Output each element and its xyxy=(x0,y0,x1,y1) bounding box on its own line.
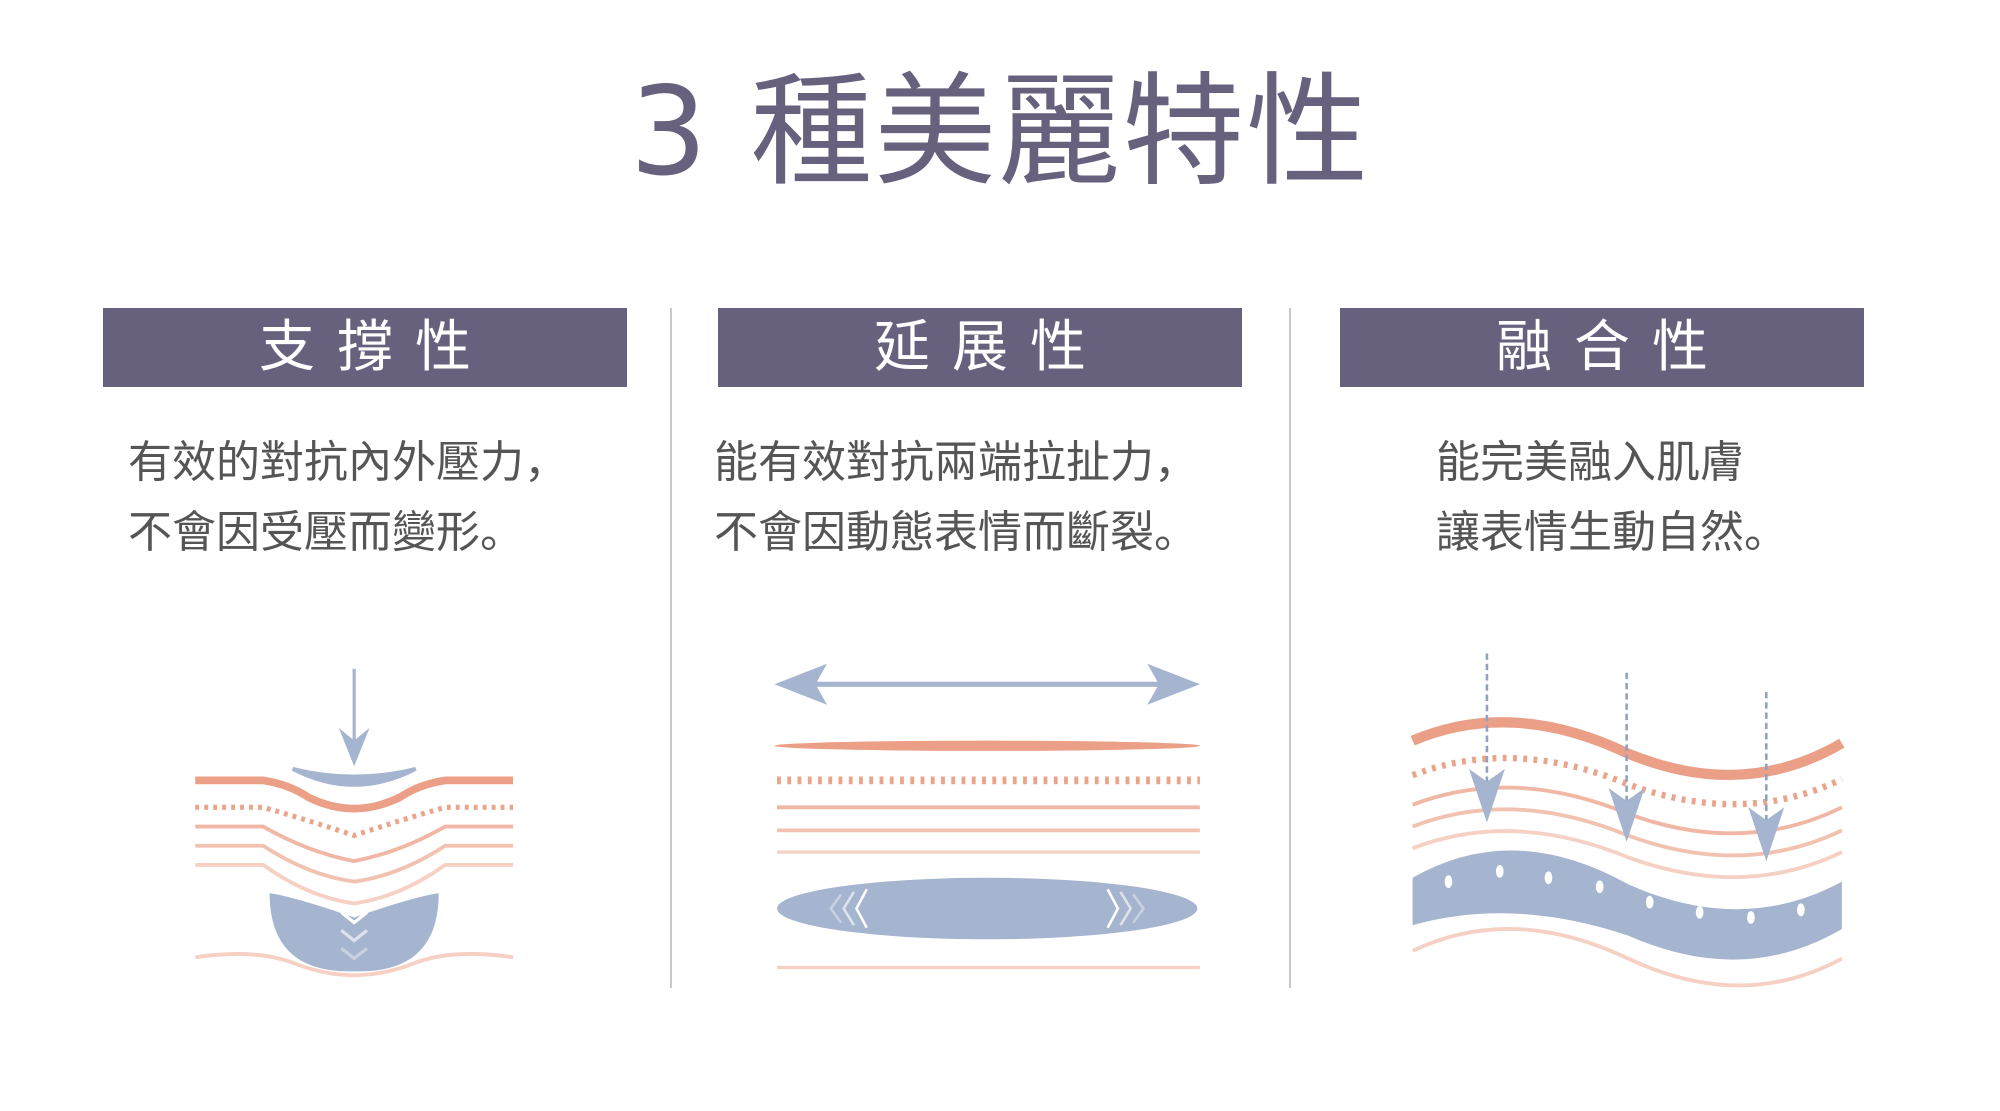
description-line: 能完美融入肌膚 xyxy=(1436,437,1744,488)
column-divider xyxy=(1289,308,1291,988)
heading-fusion: 融合性 xyxy=(1340,308,1864,387)
description-line: 讓表情生動自然。 xyxy=(1436,507,1788,558)
description-line: 不會因受壓而變形。 xyxy=(128,507,524,558)
page-title: 3 種美麗特性 xyxy=(629,61,1371,203)
extensibility-illustration xyxy=(774,663,1200,970)
heading-support: 支撐性 xyxy=(103,308,627,387)
chevron-left-icon xyxy=(829,888,868,929)
description-line: 能有效對抗兩端拉扯力， xyxy=(714,437,1198,488)
description-support: 有效的對抗內外壓力， 不會因受壓而變形。 xyxy=(128,428,568,568)
fusion-illustration xyxy=(1410,653,1845,988)
down-arrow-icon xyxy=(338,668,370,767)
particle-dots xyxy=(1444,864,1805,924)
chevron-down-icon xyxy=(340,911,368,961)
description-fusion: 能完美融入肌膚 讓表情生動自然。 xyxy=(1436,428,1788,568)
description-line: 不會因動態表情而斷裂。 xyxy=(714,507,1198,558)
heading-extensibility: 延展性 xyxy=(718,308,1242,387)
column-divider xyxy=(670,308,672,988)
description-line: 有效的對抗內外壓力， xyxy=(128,437,568,488)
chevron-right-icon xyxy=(1106,888,1146,929)
double-arrow-icon xyxy=(774,663,1200,705)
support-illustration xyxy=(194,668,514,978)
dashed-down-arrow-icon xyxy=(1469,653,1785,862)
description-extensibility: 能有效對抗兩端拉扯力， 不會因動態表情而斷裂。 xyxy=(714,428,1198,568)
